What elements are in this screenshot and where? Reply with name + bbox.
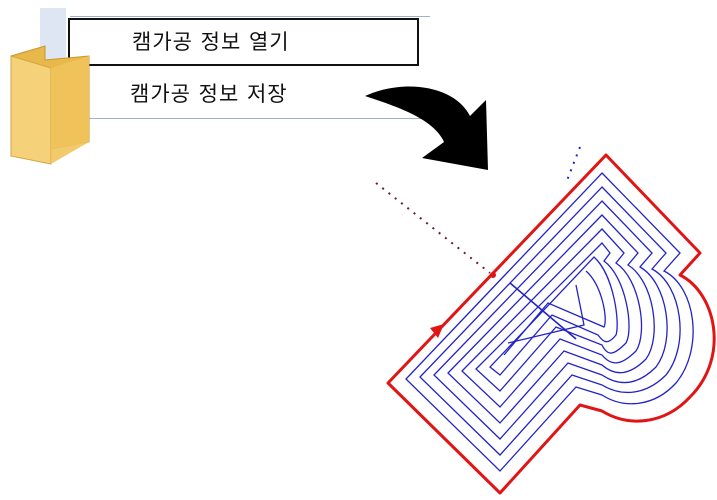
menu-item-label: 캠가공 정보 열기 — [132, 30, 290, 54]
menu-item-label: 캠가공 정보 저장 — [130, 82, 288, 106]
menu-item-save-cam-info[interactable]: 캠가공 정보 저장 — [70, 70, 420, 118]
menu-top-divider — [70, 16, 430, 17]
context-menu: 캠가공 정보 열기 캠가공 정보 저장 — [40, 8, 430, 123]
approach-line-right — [565, 146, 581, 184]
spiral-toolpath — [405, 172, 694, 472]
approach-line-left — [375, 182, 491, 274]
boundary-contour — [386, 153, 716, 495]
menu-item-open-cam-info[interactable]: 캠가공 정보 열기 — [68, 18, 419, 66]
menu-bottom-divider — [70, 118, 430, 119]
folder-icon — [10, 45, 90, 165]
toolpath-diagram — [375, 146, 716, 495]
link-move — [509, 282, 577, 340]
boundary-direction-arrow — [430, 324, 444, 338]
curved-arrow-icon — [365, 86, 488, 170]
